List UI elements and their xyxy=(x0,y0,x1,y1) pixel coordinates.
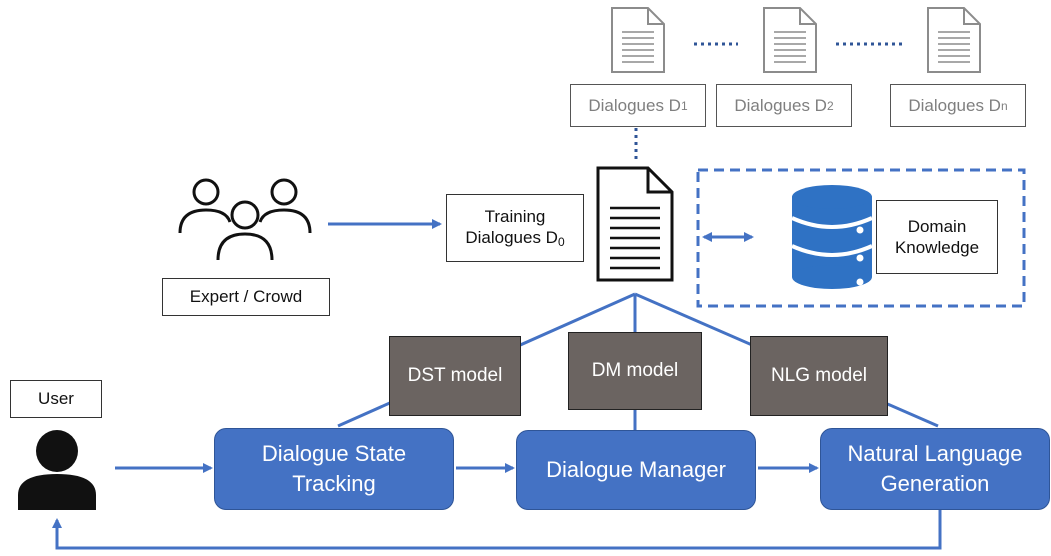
database-icon xyxy=(791,185,873,289)
people-group-icon xyxy=(178,178,312,261)
training-line2: Dialogues D0 xyxy=(465,227,564,250)
dm-line1: Dialogue Manager xyxy=(546,457,726,483)
dialogues-d1-subscript: 1 xyxy=(680,98,688,113)
dialogue-state-tracking-module: Dialogue State Tracking xyxy=(214,428,454,510)
dst-line1: Dialogue State xyxy=(261,441,407,467)
dialogue-manager-module: Dialogue Manager xyxy=(516,430,756,510)
training-line2-text: Dialogues D xyxy=(465,228,558,248)
training-line1: Training xyxy=(484,206,546,226)
domain-line2: Knowledge xyxy=(894,238,980,257)
training-dialogues-box: Training Dialogues D0 xyxy=(446,194,584,262)
training-subscript: 0 xyxy=(557,235,565,250)
domain-knowledge-region xyxy=(696,168,1026,308)
dm-model-box: DM model xyxy=(568,332,702,410)
domain-line1: Domain xyxy=(907,216,967,236)
dialogues-d1-text: Dialogues D xyxy=(588,95,681,115)
document-icon xyxy=(927,7,981,73)
domain-knowledge-box: Domain Knowledge xyxy=(876,200,998,274)
dialogues-d2-subscript: 2 xyxy=(826,98,834,113)
dst-model-box: DST model xyxy=(389,336,521,416)
dialogues-dn-text: Dialogues D xyxy=(908,95,1001,115)
nlg-line2: Generation xyxy=(880,471,990,496)
document-icon xyxy=(611,7,665,73)
user-label: User xyxy=(10,380,102,418)
document-icon xyxy=(763,7,817,73)
document-icon xyxy=(596,166,674,282)
user-icon xyxy=(18,430,96,510)
dialogues-dn-subscript: n xyxy=(1000,98,1008,113)
natural-language-generation-module: Natural Language Generation xyxy=(820,428,1050,510)
expert-crowd-label: Expert / Crowd xyxy=(162,278,330,316)
nlg-line1: Natural Language xyxy=(847,441,1023,467)
dialogues-d2-text: Dialogues D xyxy=(734,95,827,115)
dst-line2: Tracking xyxy=(292,471,376,496)
arrow-nlg-to-user xyxy=(52,508,942,550)
nlg-model-box: NLG model xyxy=(750,336,888,416)
